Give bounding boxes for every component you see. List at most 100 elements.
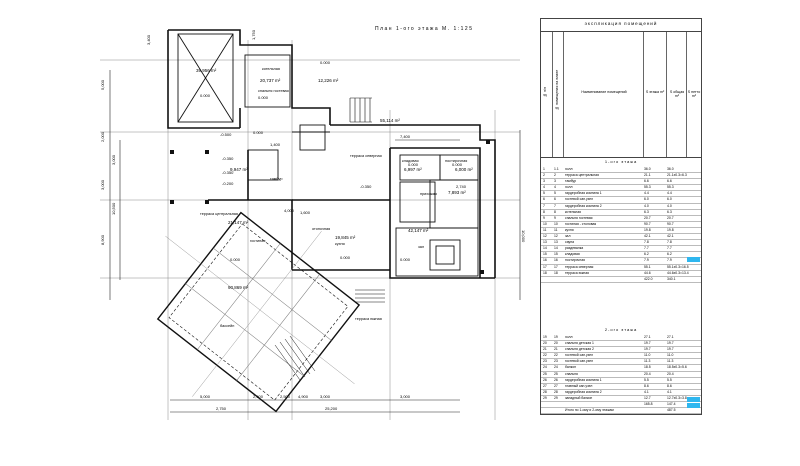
table-cell-s2: 7.9 xyxy=(667,258,672,263)
elev: 0.000 xyxy=(400,257,411,262)
label-terrasa-centr: терраса центральная xyxy=(200,212,238,216)
label-otopochnaya: отопочная xyxy=(312,227,330,231)
table-cell-s1: 44.6 xyxy=(644,270,651,275)
dim-value: 4,900 xyxy=(298,394,309,399)
walls xyxy=(167,29,496,279)
dimension-lines xyxy=(109,70,521,413)
table-cell-name: гостевой сан.узел xyxy=(565,197,593,202)
table-cell-s2: 20.4 xyxy=(667,371,674,376)
room-area-7: 6,997 m² xyxy=(404,167,422,172)
dim-value: 3,000 xyxy=(400,394,411,399)
elev: 0.000 xyxy=(340,255,351,260)
label-bassein: бассейн xyxy=(220,324,234,328)
table-cell-b: 18 xyxy=(554,270,558,275)
table-cell-name: балкон xyxy=(565,365,577,370)
table-cell-a: 16 xyxy=(543,258,547,263)
highlight-cell xyxy=(687,397,700,402)
table-cell-b: 5 xyxy=(554,191,556,196)
dim-value: 4,000 xyxy=(284,208,295,213)
room-area-4: 55,114 m² xyxy=(380,118,400,123)
table-cell-s2: 6.0 xyxy=(667,197,672,202)
table-cell-a: 24 xyxy=(543,365,547,370)
table-cell-a: 18 xyxy=(543,270,547,275)
table-cell-s1: 19.7 xyxy=(644,347,651,352)
table-cell-b: 20 xyxy=(554,341,558,346)
elev: 0.000 xyxy=(253,130,264,135)
dim-value: 5,000 xyxy=(200,394,211,399)
table-cell-name: гардеробная комната 2 xyxy=(565,203,602,208)
table-cell-s2: 4.4 xyxy=(667,191,672,196)
table-cell-name: спальня гостевая xyxy=(565,215,593,220)
table-cell-s2: 27.1 xyxy=(667,335,674,339)
table-cell-a: 25 xyxy=(543,371,547,376)
table-cell-s2: 36.0 xyxy=(667,167,674,171)
dim-value: 3,000 xyxy=(320,394,331,399)
elev: -0.350 xyxy=(222,156,234,161)
table-cell-s1: 165.8 xyxy=(644,402,653,407)
header-col-num: № п/п xyxy=(541,32,553,157)
header-col-s1: S этажа m² xyxy=(644,32,667,157)
table-cell-s1: 6.3 xyxy=(644,209,649,214)
table-cell-name: терраса северная xyxy=(565,264,594,269)
table-cell-a: 22 xyxy=(543,353,547,358)
table-cell-s1: 11.0 xyxy=(644,353,651,358)
dim-value: 2,000 xyxy=(100,131,105,142)
label-spalnaya: спальня гостевая xyxy=(258,89,289,93)
room-area-2: 20,737 m² xyxy=(260,78,281,83)
table-cell-s1: 7.9 xyxy=(644,258,649,263)
table-cell-b: 11 xyxy=(554,227,558,232)
table-cell-s2: 55.1x0.3=16.5 xyxy=(667,264,689,269)
table-cell-s2: 8.6 xyxy=(667,383,672,388)
table-cell-s1: 36.0 xyxy=(644,167,651,171)
table-cell-a: 20 xyxy=(543,341,547,346)
label-gostinaya: гостиная xyxy=(250,239,265,243)
table-cell-b: 13 xyxy=(554,240,558,245)
table-cell-s1: 6.2 xyxy=(644,252,649,257)
table-cell-b: 10 xyxy=(554,221,558,226)
label-kuhnya: кухня xyxy=(335,242,345,246)
header-area-total: S общая m² xyxy=(669,90,685,98)
table-cell-a: 8 xyxy=(543,209,545,214)
dim-value: 3,400 xyxy=(146,34,151,45)
header-num-plan: № помещения на плане xyxy=(555,69,559,111)
label-tambur: тамбур xyxy=(270,177,282,181)
table-cell-s2: 19.7 xyxy=(667,341,674,346)
elev: 0.000 xyxy=(258,95,269,100)
table-cell-s1: 27.1 xyxy=(644,335,651,339)
table-cell-name: постирочная xyxy=(565,258,585,263)
table-cell-a: 11 xyxy=(543,227,547,232)
table-cell-s2: 20.7 xyxy=(667,215,674,220)
table-cell-s1: 20.7 xyxy=(644,215,651,220)
table-cell-s2: 44.6x0.3=13.4 xyxy=(667,270,689,275)
room-area-1: 39,956 m² xyxy=(196,68,217,73)
table-cell-a: 2 xyxy=(543,173,545,178)
table-cell-s2: 6.6 xyxy=(667,179,672,184)
elev: -0.500 xyxy=(220,132,232,137)
table-cell-b: 19 xyxy=(554,335,558,339)
table-cell-name: гостевой сан.узел xyxy=(565,359,593,364)
table-cell-name: кухня xyxy=(565,227,574,232)
table-cell-a: 23 xyxy=(543,359,547,364)
table-cell-b: 14 xyxy=(554,246,558,251)
table-cell-s2: 7.7 xyxy=(667,246,672,251)
dim-value: 1,600 xyxy=(300,210,311,215)
room-area-3: 12,226 m² xyxy=(318,78,339,83)
room-areas: 39,956 m² 20,737 m² 12,226 m² 55,114 m² … xyxy=(196,68,473,290)
dim-value: 5,000 xyxy=(100,79,105,90)
table-title: экспликация помещений xyxy=(584,21,658,26)
grid-axes xyxy=(100,40,520,420)
